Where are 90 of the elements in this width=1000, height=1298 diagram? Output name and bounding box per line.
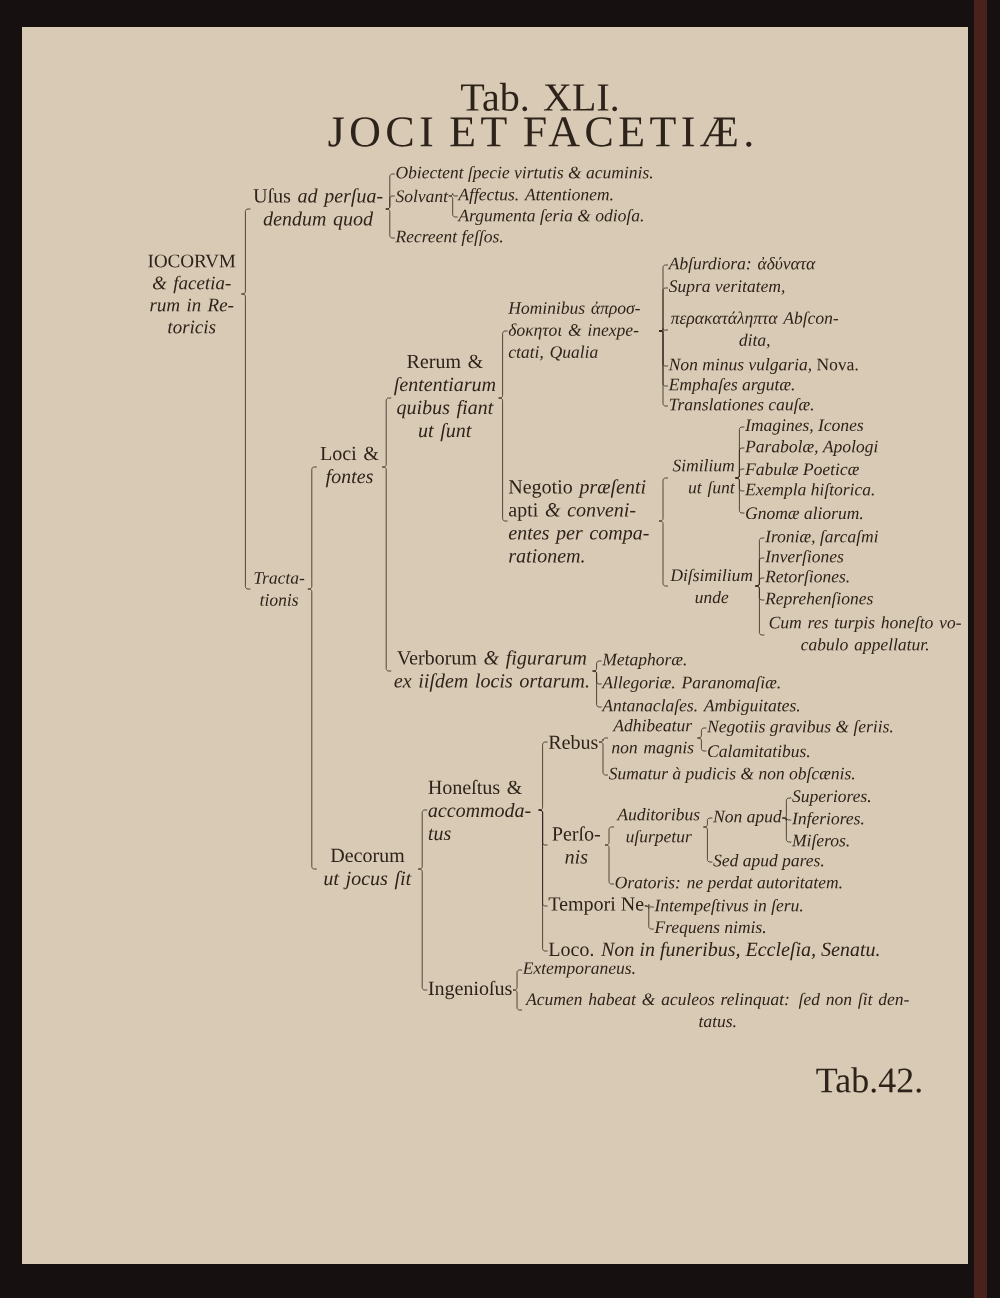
leaf-term: Frequens nimis. xyxy=(654,921,765,937)
bracket-line xyxy=(538,809,548,952)
branch-term: Rerum & ſententiarum quibus fiant ut ſunt xyxy=(394,354,496,442)
leaf-term: Exempla hiſtorica. xyxy=(744,483,874,500)
bracket-line xyxy=(385,195,396,210)
branch-term: Tempori Ne xyxy=(548,897,644,915)
leaf-term: Affectus. Attentionem. xyxy=(457,188,613,205)
bracket-line xyxy=(703,826,713,863)
bracket-line xyxy=(448,195,459,218)
leaf-term: Acumen habeat & aculeos relinquat: ſed non ſit den- tatus. xyxy=(525,992,909,1028)
leaf-term: Fabulæ Poeticæ xyxy=(745,462,859,476)
leaf-term: Miſeros. xyxy=(791,834,849,851)
bracket-line xyxy=(697,727,707,739)
leaf-term: Inferiores. xyxy=(792,812,864,829)
branch-term: Similium ut ſunt xyxy=(672,459,736,497)
bracket-line xyxy=(703,817,713,828)
branch-term: Loci & fontes xyxy=(320,446,379,488)
branch-term: Diſsimilium unde xyxy=(670,568,753,604)
leaf-term: Gnomæ aliorum. xyxy=(746,506,863,520)
bracket-line xyxy=(448,193,459,197)
branch-term: Solvant xyxy=(395,189,449,203)
bracket-line xyxy=(592,670,602,708)
leaf-term: Superiores. xyxy=(792,790,870,806)
bracket-line xyxy=(241,293,251,590)
leaf-term: Translationes cauſæ. xyxy=(669,398,813,415)
leaf-term: Antanaclaſes. Ambiguitates. xyxy=(601,699,800,716)
leaf-term: Non minus vulgaria, Nova. xyxy=(668,358,858,374)
branch-term: Negotio præſenti apti & conveni- entes per compa- rationem. xyxy=(508,479,649,563)
branch-term: Uſus ad perſua- dendum quod xyxy=(253,188,383,230)
leaf-term: Parabolæ, Apologi xyxy=(745,440,878,456)
leaf-term: Loco. Non in funeribus, Eccleſia, Senatu. xyxy=(548,941,879,961)
branch-term: Hominibus ἀπροσ- δοκητοι & inexpe- ctati, Qualia xyxy=(508,301,640,361)
leaf-term: Allegoriæ. Paranomaſiæ. xyxy=(601,676,780,693)
leaf-term: Retorſiones. xyxy=(765,570,849,587)
leaf-term: Inverſiones xyxy=(765,550,844,567)
bracket-line xyxy=(755,585,765,636)
branch-term: Auditoribus uſurpetur xyxy=(616,808,700,846)
branch-term: Verborum & figurarum ex iiſdem locis ortarum. xyxy=(394,650,589,692)
leaf-term: περακατάληπτα Abſcon- dita, xyxy=(670,311,839,349)
leaf-term: Emphaſes argutæ. xyxy=(668,378,794,395)
bracket-line xyxy=(381,466,392,672)
bracket-line xyxy=(512,989,523,1011)
leaf-term: Sumatur à pudicis & non obſcænis. xyxy=(608,767,855,784)
bracket-line xyxy=(417,868,428,991)
leaf-term: Sed apud pares. xyxy=(713,854,824,870)
bracket-line xyxy=(755,577,765,587)
bracket-line xyxy=(697,737,707,752)
bracket-line xyxy=(644,905,655,930)
branch-term: Rebus xyxy=(548,734,598,750)
table-number: Tab. XLI. xyxy=(461,82,618,112)
leaf-term: Intempeſtivus in ſeru. xyxy=(654,899,803,916)
leaf-term: Metaphoræ. xyxy=(602,653,686,669)
bracket-line xyxy=(307,588,318,870)
bracket-line xyxy=(735,468,745,479)
leaf-term: Reprehenſiones xyxy=(765,592,873,609)
leaf-term: Cum res turpis honeſto vo- cabulo appellatur. xyxy=(769,616,961,655)
bracket-line xyxy=(498,397,508,522)
branch-term: Decorum ut jocus ſit xyxy=(324,848,412,890)
bracket-line xyxy=(498,330,508,399)
bracket-line xyxy=(241,208,251,295)
leaf-term: Imagines, Icones xyxy=(745,419,864,435)
catchword: Tab.42. xyxy=(816,1067,921,1093)
branch-term: Non apud xyxy=(713,810,782,826)
bracket-line xyxy=(658,330,669,407)
leaf-term: Argumenta ſeria & odioſa. xyxy=(457,209,643,226)
bracket-line xyxy=(538,741,548,811)
leaf-term: Abſurdiora: ἀδύνατα xyxy=(667,257,816,274)
bracket-line xyxy=(598,741,609,776)
leaf-term: Calamitatibus. xyxy=(708,744,810,758)
bracket-line xyxy=(781,817,792,843)
title: JOCI ET FACETIÆ. xyxy=(328,117,752,147)
branch-term: Ingenioſus xyxy=(428,980,512,1000)
branch-term: Honeſtus & accommoda- tus xyxy=(428,779,531,841)
bracket-line xyxy=(658,520,669,587)
bracket-line xyxy=(604,844,615,885)
leaf-term: Ironiæ, ſarcaſmi xyxy=(765,530,878,547)
bracket-line xyxy=(307,466,318,590)
leaf-term: Oratoris: ne perdat autoritatem. xyxy=(615,876,842,892)
leaf-term: Recreent feſſos. xyxy=(395,230,503,247)
branch-term: Perſo- nis xyxy=(552,826,601,864)
branch-term: IOCORVM & facetia- rum in Re- toricis xyxy=(148,254,236,334)
bracket-line xyxy=(385,208,396,239)
bracket-line xyxy=(592,660,602,672)
leaf-term: Obiectent ſpecie virtutis & acuminis. xyxy=(396,166,652,183)
branch-term: Tracta- tionis xyxy=(254,572,305,606)
branch-term: Adhibeatur non magnis xyxy=(612,719,694,757)
leaf-term: Supra veritatem, xyxy=(668,280,785,296)
leaf-term: Negotiis gravibus & ſeriis. xyxy=(707,720,893,737)
bracket-line xyxy=(735,477,745,514)
leaf-term: Extemporaneus. xyxy=(522,962,635,978)
